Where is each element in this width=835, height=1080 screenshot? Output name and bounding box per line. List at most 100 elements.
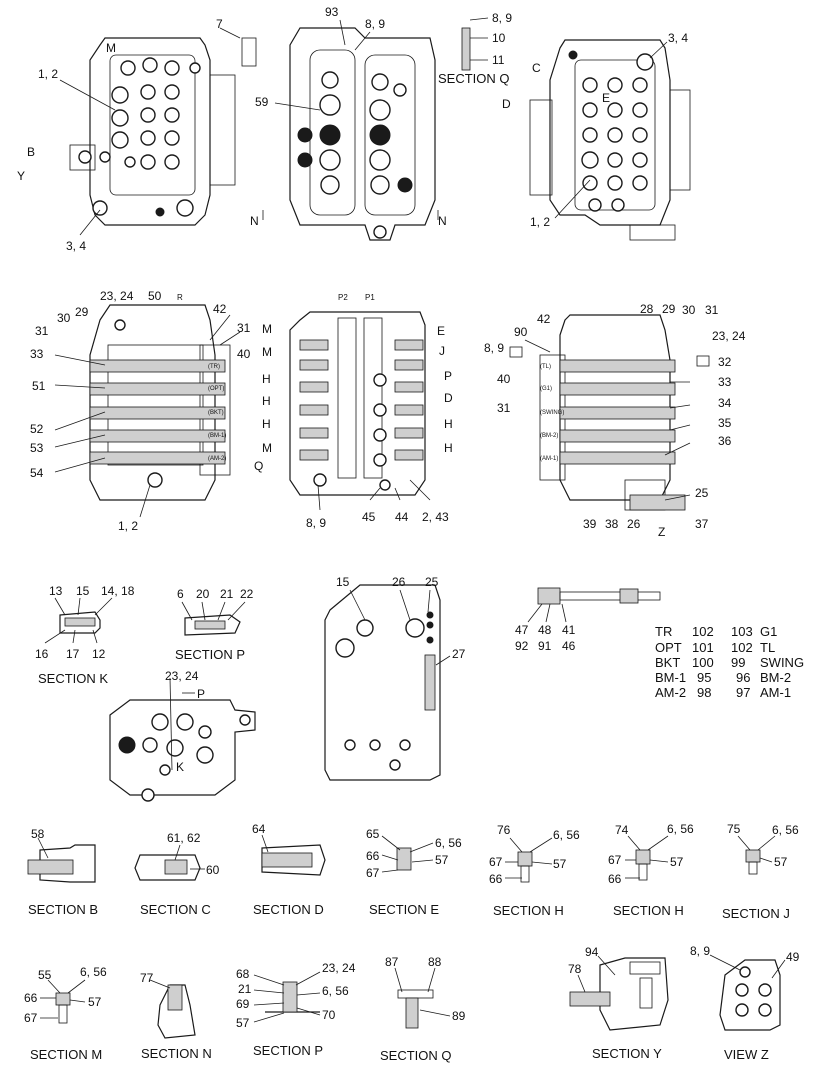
callout-label: P2 [338, 293, 348, 302]
section-k-drawing [44, 597, 113, 644]
callout-label: Z [658, 525, 665, 539]
spool-left-name: OPT [655, 640, 682, 655]
callout-label: 8, 9 [690, 944, 710, 958]
callout-label: (G1) [540, 386, 552, 392]
callout-label: 6, 56 [553, 828, 580, 842]
callout-label: 6, 56 [772, 823, 799, 837]
callout-label: 33 [30, 347, 44, 361]
section-d-drawing [261, 834, 326, 876]
section-e-drawing [381, 835, 434, 873]
callout-label: B [27, 145, 35, 159]
section-n-drawing [149, 979, 196, 1039]
section-title: SECTION Q [380, 1048, 452, 1063]
callout-label: 76 [497, 823, 511, 837]
callout-label: 35 [718, 416, 732, 430]
section-title: SECTION B [28, 902, 98, 917]
callout-label: H [262, 394, 271, 408]
section-title: SECTION Y [592, 1046, 662, 1061]
callout-labels: 7 M 1, 2 B Y 3, 4 93 8, 9 59 N N 8, 9 10… [17, 5, 800, 1030]
spool-right-name: G1 [760, 624, 777, 639]
callout-label: 6 [177, 587, 184, 601]
callout-label: 60 [206, 863, 220, 877]
callout-label: 8, 9 [365, 17, 385, 31]
callout-label: 90 [514, 325, 528, 339]
callout-label: 69 [236, 997, 250, 1011]
callout-label: 30 [682, 303, 696, 317]
callout-label: 91 [538, 639, 552, 653]
callout-label: 68 [236, 967, 250, 981]
section-title: SECTION M [30, 1047, 102, 1062]
section-title: SECTION H [493, 903, 564, 918]
callout-label: 34 [718, 396, 732, 410]
callout-label: M [262, 441, 272, 455]
callout-label: 30 [57, 311, 71, 325]
callout-label: 66 [24, 991, 38, 1005]
callout-label: (BKT) [208, 410, 224, 416]
section-title: SECTION Q [438, 71, 510, 86]
lower-left-block-drawing [109, 677, 256, 802]
spool-right-number: 97 [736, 685, 750, 700]
spool-right-name: BM-2 [760, 670, 791, 685]
callout-label: 11 [492, 53, 505, 67]
callout-label: 10 [492, 31, 506, 45]
callout-label: 40 [237, 347, 251, 361]
callout-label: 66 [608, 872, 622, 886]
spool-table-row: OPT 101 102 TL [655, 640, 775, 655]
spool-right-name: TL [760, 640, 775, 655]
callout-label: 6, 56 [667, 822, 694, 836]
callout-label: 74 [615, 823, 629, 837]
callout-label: 23, 24 [322, 961, 356, 975]
spool-right-number: 99 [731, 655, 745, 670]
callout-label: 87 [385, 955, 399, 969]
section-h1-drawing [505, 837, 553, 883]
callout-label: 6, 56 [435, 836, 462, 850]
callout-label: 46 [562, 639, 576, 653]
callout-label: 1, 2 [118, 519, 138, 533]
callout-label: N [438, 214, 447, 228]
section-q-bottom-drawing [394, 967, 451, 1029]
callout-label: 53 [30, 441, 44, 455]
callout-label: 94 [585, 945, 599, 959]
callout-label: 75 [727, 822, 741, 836]
callout-label: 45 [362, 510, 376, 524]
spool-detail-drawing [527, 587, 661, 623]
callout-label: 44 [395, 510, 409, 524]
callout-label: 51 [32, 379, 46, 393]
callout-label: 8, 9 [492, 11, 512, 25]
callout-label: (TR) [208, 364, 220, 370]
callout-label: (AM-2) [208, 456, 226, 462]
callout-label: 23, 24 [100, 289, 134, 303]
spool-right-name: SWING [760, 655, 804, 670]
callout-label: 57 [553, 857, 567, 871]
callout-label: 23, 24 [165, 669, 199, 683]
center-block-drawing [324, 584, 451, 781]
callout-label: 67 [366, 866, 380, 880]
callout-label: 66 [489, 872, 503, 886]
callout-label: 70 [322, 1008, 336, 1022]
callout-label: 57 [670, 855, 684, 869]
callout-label: 26 [627, 517, 641, 531]
spool-left-name: BM-1 [655, 670, 686, 685]
callout-label: J [439, 344, 445, 358]
callout-label: 37 [695, 517, 709, 531]
callout-label: H [444, 441, 453, 455]
callout-label: 33 [718, 375, 732, 389]
callout-label: 64 [252, 822, 266, 836]
callout-label: 65 [366, 827, 380, 841]
spool-left-name: BKT [655, 655, 680, 670]
callout-label: 1, 2 [38, 67, 58, 81]
callout-label: K [176, 760, 184, 774]
callout-label: 59 [255, 95, 269, 109]
callout-label: 57 [774, 855, 788, 869]
callout-label: 47 [515, 623, 529, 637]
callout-label: M [262, 345, 272, 359]
section-m-drawing [40, 979, 86, 1024]
callout-label: 40 [497, 372, 511, 386]
callout-label: 42 [537, 312, 551, 326]
callout-label: 41 [562, 623, 576, 637]
section-b-drawing [27, 837, 96, 883]
callout-label: 12 [92, 647, 106, 661]
callout-label: N [250, 214, 259, 228]
callout-label: 57 [435, 853, 449, 867]
callout-label: 38 [605, 517, 619, 531]
